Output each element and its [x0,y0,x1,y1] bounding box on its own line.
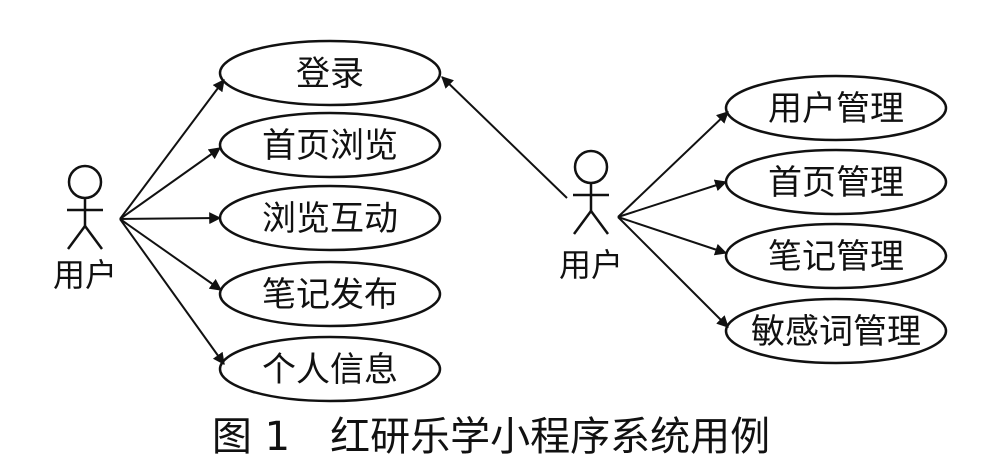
left-actor-label: 用户 [53,256,117,294]
use-case-browse-interact: 浏览互动 [218,184,442,252]
right-use-cases: 用户管理 首页管理 笔记管理 敏感词管理 [724,74,948,365]
edge-left-actor-to-browse-interact [119,212,222,225]
use-case-home-management-label: 首页管理 [768,163,904,203]
left-actor-left-leg [66,225,87,250]
right-actor-label: 用户 [559,246,623,284]
left-actor: 用户 [53,164,117,294]
right-actor-left-leg [572,210,593,235]
left-actor-head-icon [67,164,103,200]
edge-right-actor-to-sensitive-word-management [617,216,729,328]
edge-left-actor-to-note-publish [119,218,222,291]
right-actor-right-leg [589,210,610,235]
left-actor-right-leg [83,225,104,250]
associations [119,76,729,365]
use-case-login-label: 登录 [296,54,364,94]
edge-right-actor-to-user-management [617,111,729,218]
use-case-home-browse-label: 首页浏览 [262,126,398,166]
figure-caption: 图 1 红研乐学小程序系统用例 [212,414,770,460]
use-case-home-management: 首页管理 [724,148,948,216]
use-case-sensitive-word-management-label: 敏感词管理 [751,312,921,352]
right-actor: 用户 [559,149,623,284]
use-case-sensitive-word-management: 敏感词管理 [724,297,948,365]
edge-right-actor-to-note-management [617,216,728,256]
use-case-note-management-label: 笔记管理 [768,237,904,277]
edge-left-actor-to-personal-info [119,218,225,365]
edge-left-actor-to-home-browse [119,147,221,220]
use-case-personal-info-label: 个人信息 [262,350,398,390]
use-case-user-management: 用户管理 [724,74,948,142]
edge-right-actor-to-home-management [617,179,728,218]
edge-left-actor-to-login [119,79,225,220]
right-actor-head-icon [573,149,609,185]
use-case-login: 登录 [218,39,442,107]
use-case-home-browse: 首页浏览 [218,111,442,179]
left-use-cases: 登录 首页浏览 浏览互动 笔记发布 个人信息 [218,39,442,403]
edge-right-actor-to-login [441,76,568,199]
use-case-note-publish-label: 笔记发布 [262,275,398,315]
use-case-browse-interact-label: 浏览互动 [262,199,398,239]
use-case-note-publish: 笔记发布 [218,260,442,328]
use-case-personal-info: 个人信息 [218,335,442,403]
use-case-user-management-label: 用户管理 [768,89,904,129]
use-case-note-management: 笔记管理 [724,222,948,290]
